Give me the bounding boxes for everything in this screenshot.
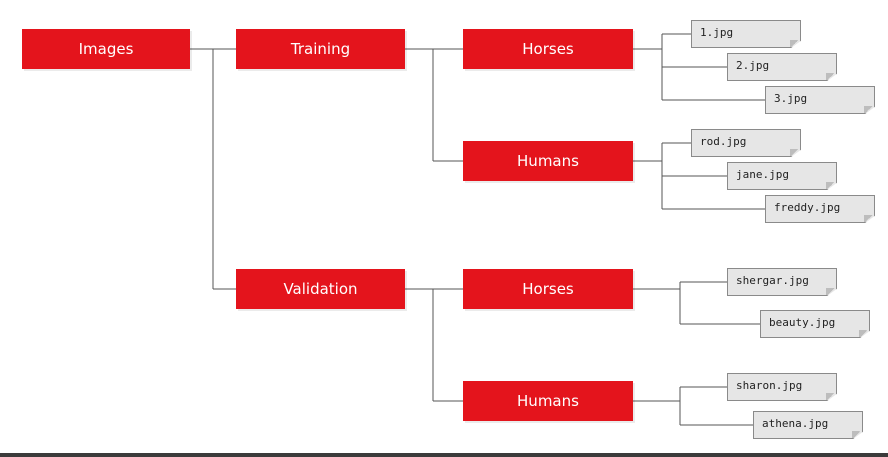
bottom-border — [0, 453, 888, 457]
node-validation-horses: Horses — [463, 269, 633, 309]
file-validation-horses-2: beauty.jpg — [760, 310, 870, 338]
file-validation-horses-1: shergar.jpg — [727, 268, 837, 296]
file-training-humans-1: rod.jpg — [691, 129, 801, 157]
file-training-horses-3: 3.jpg — [765, 86, 875, 114]
file-validation-humans-2: athena.jpg — [753, 411, 863, 439]
file-training-humans-3: freddy.jpg — [765, 195, 875, 223]
file-training-horses-1: 1.jpg — [691, 20, 801, 48]
node-validation-humans: Humans — [463, 381, 633, 421]
file-validation-humans-1: sharon.jpg — [727, 373, 837, 401]
node-validation: Validation — [236, 269, 405, 309]
node-training-horses: Horses — [463, 29, 633, 69]
file-training-humans-2: jane.jpg — [727, 162, 837, 190]
node-images: Images — [22, 29, 190, 69]
node-training-humans: Humans — [463, 141, 633, 181]
file-training-horses-2: 2.jpg — [727, 53, 837, 81]
node-training: Training — [236, 29, 405, 69]
